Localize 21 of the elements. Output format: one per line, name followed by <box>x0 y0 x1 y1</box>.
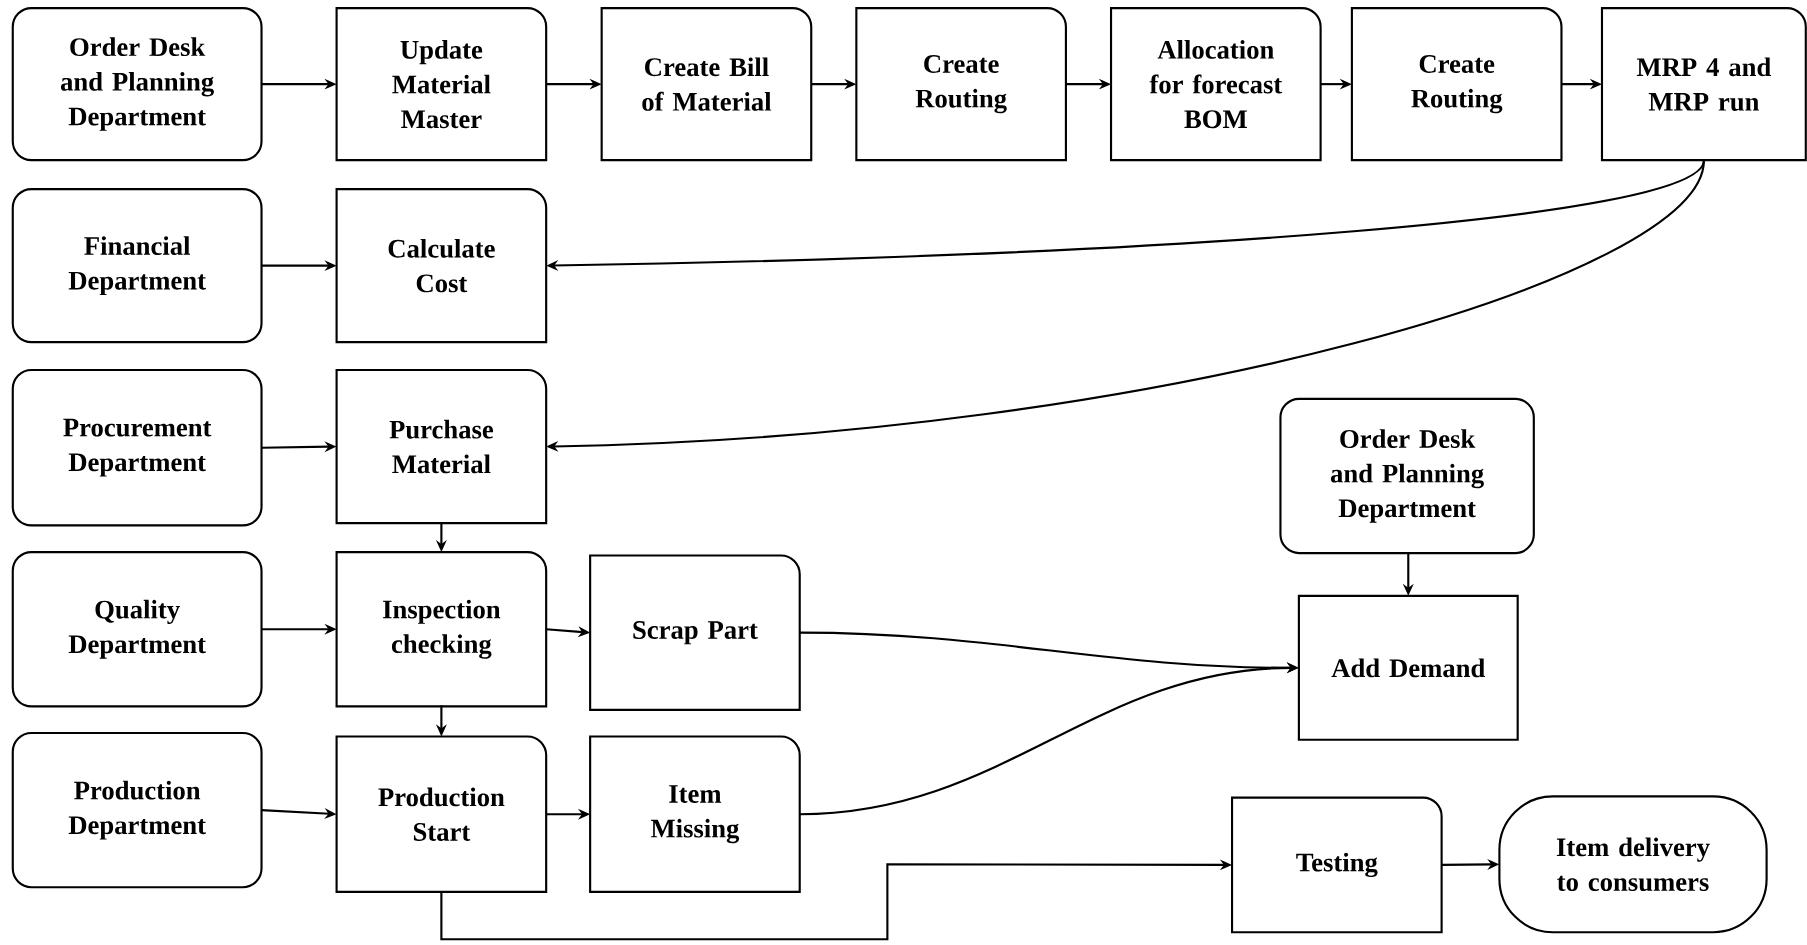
process-box: MRP 4 and MRP run <box>1600 7 1807 162</box>
department-box: Production Department <box>11 731 263 889</box>
process-box: Calculate Cost <box>335 188 548 344</box>
department-box: Financial Department <box>11 188 263 344</box>
process-box: Testing <box>1231 796 1443 934</box>
process-box: Inspection checking <box>335 551 548 708</box>
department-box: Quality Department <box>11 551 263 708</box>
department-box: Order Desk and Planning Department <box>11 7 263 162</box>
process-box: Scrap Part <box>589 554 801 711</box>
process-box: Update Material Master <box>335 7 548 162</box>
terminal-box: Item delivery to consumers <box>1498 795 1768 934</box>
process-box: Create Routing <box>1350 7 1563 162</box>
process-box: Allocation for forecast BOM <box>1109 7 1322 162</box>
process-box: Add Demand <box>1297 594 1519 741</box>
process-box: Create Bill of Material <box>600 7 813 162</box>
process-box: Production Start <box>335 735 548 893</box>
department-box: Order Desk and Planning Department <box>1279 397 1535 555</box>
process-box: Item Missing <box>589 735 801 893</box>
department-box: Procurement Department <box>11 368 263 527</box>
process-box: Create Routing <box>855 7 1067 162</box>
process-box: Purchase Material <box>335 368 548 525</box>
